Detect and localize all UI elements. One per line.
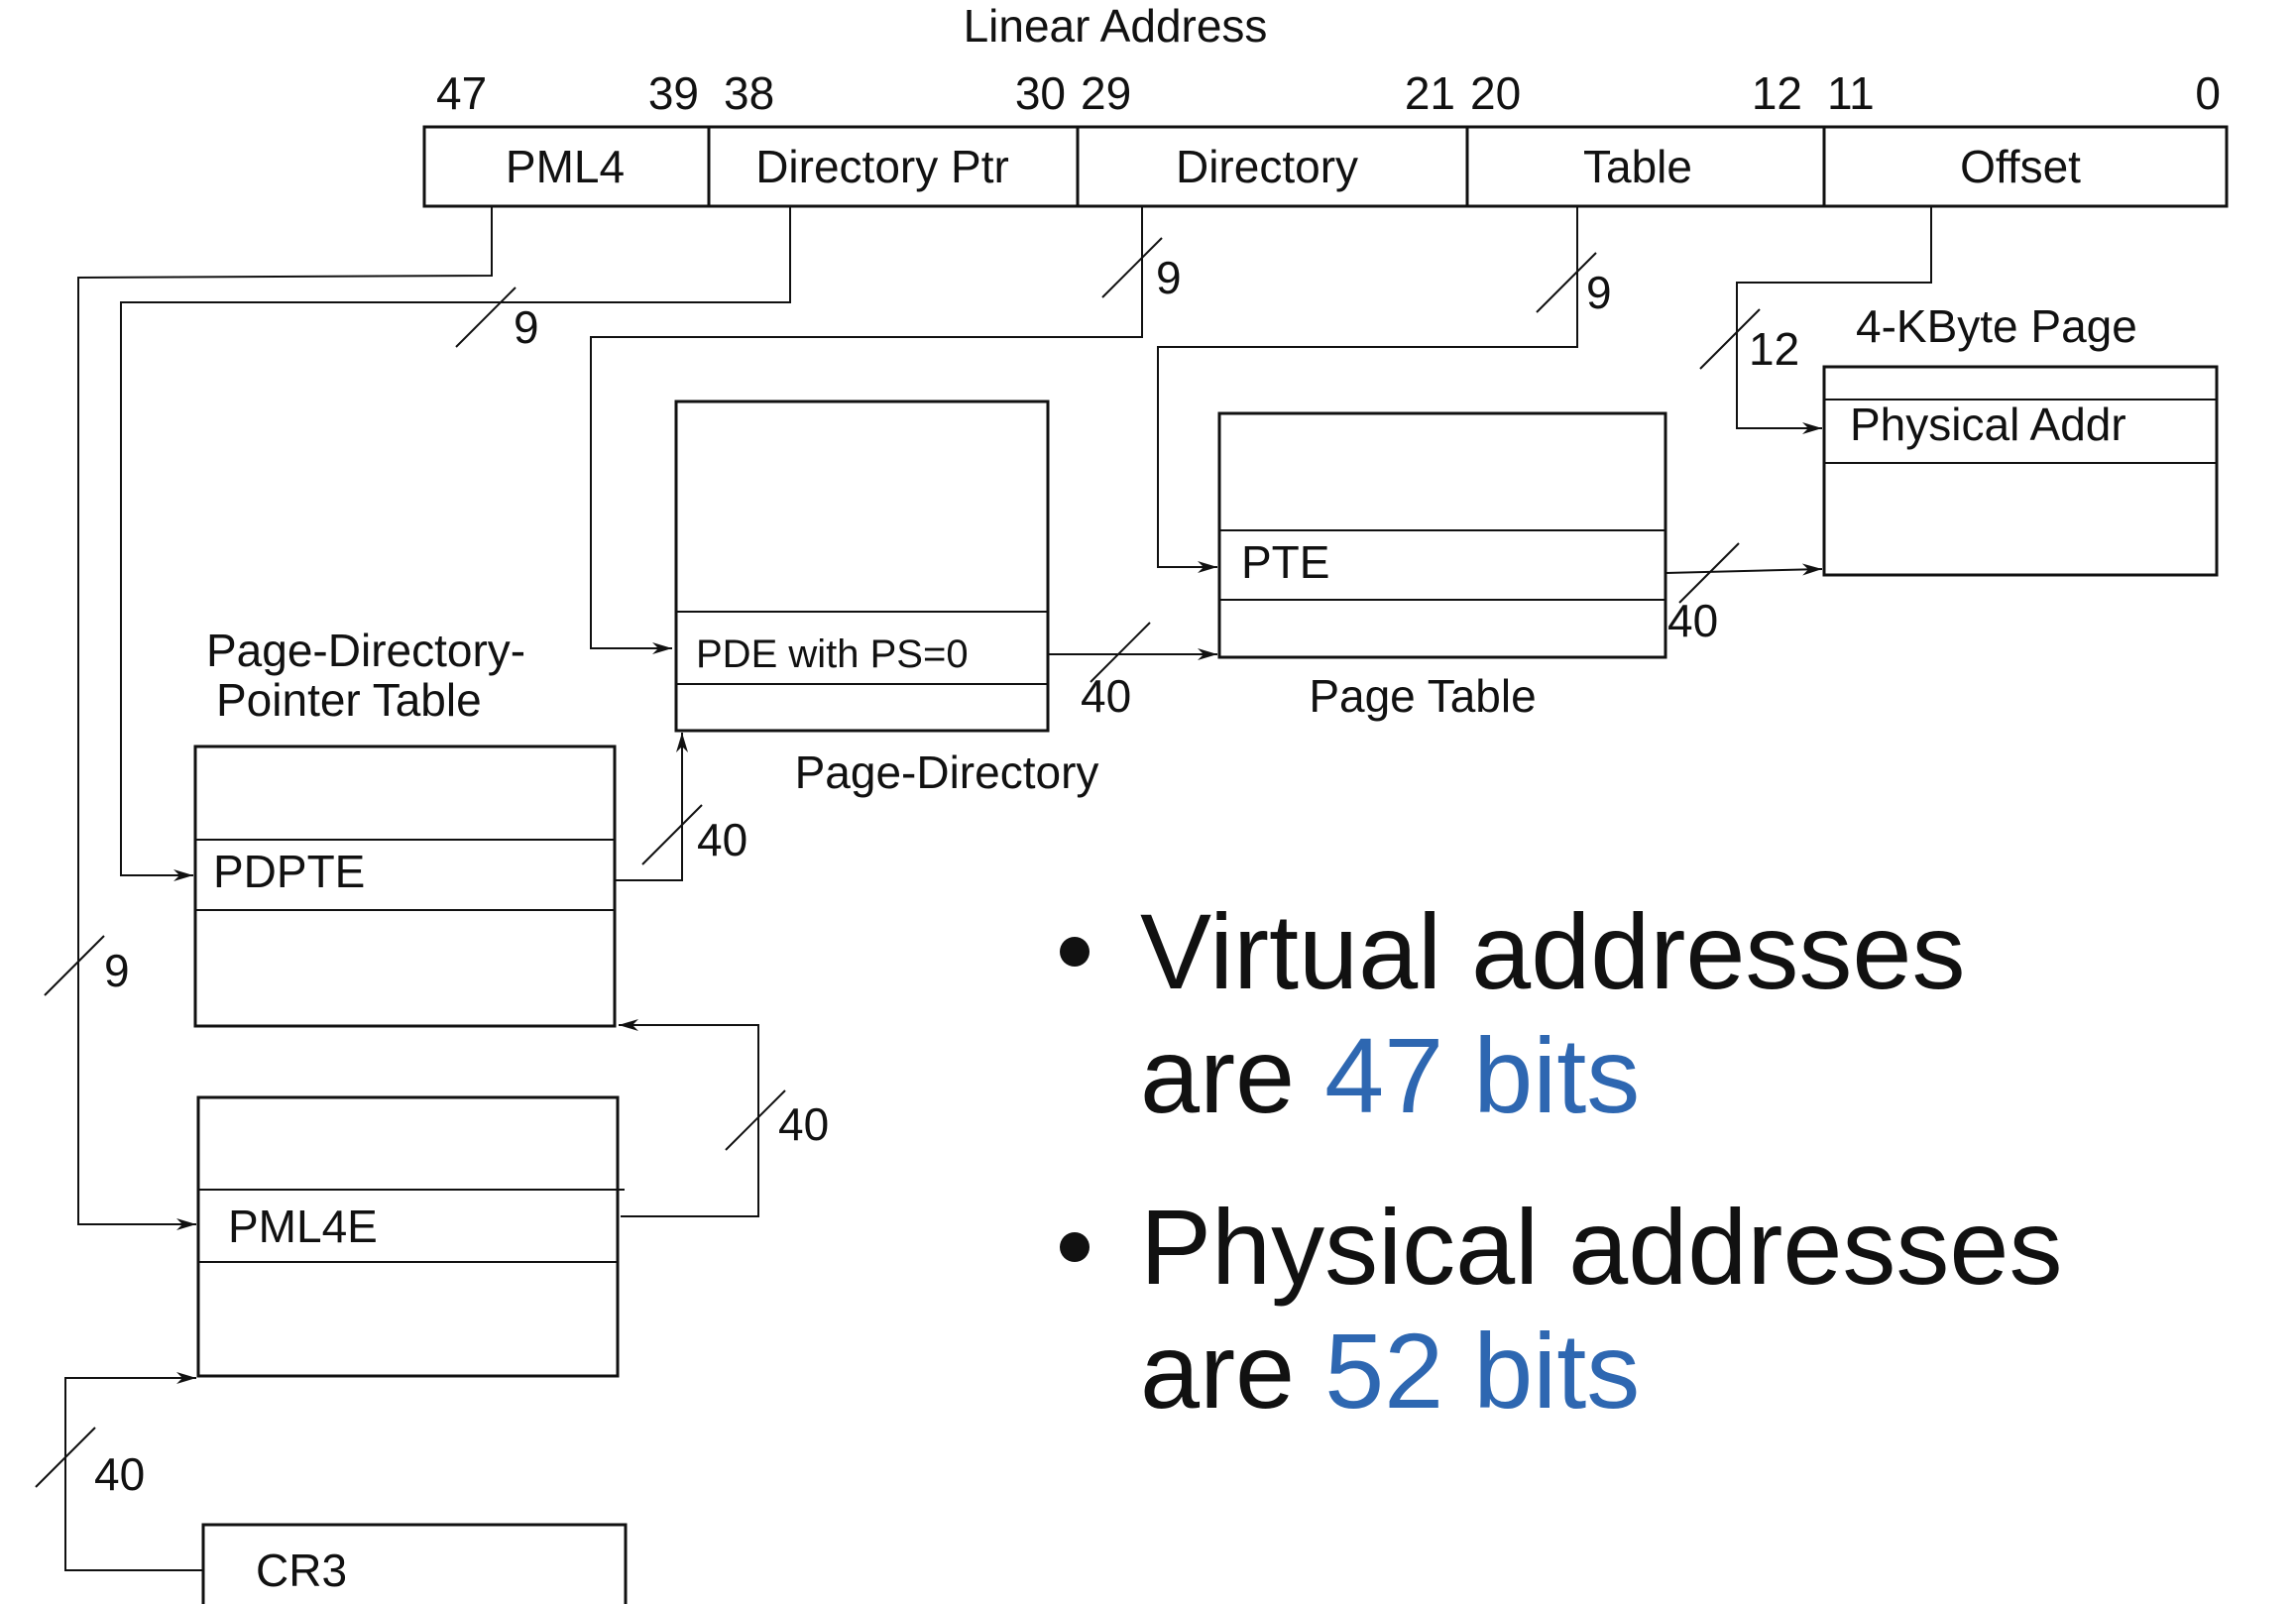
pt-title: Page Table bbox=[1309, 670, 1536, 722]
four-kbyte-page: 4-KByte Page Physical Addr bbox=[1822, 300, 2219, 577]
pte-arrow bbox=[1665, 563, 1823, 576]
width-labels: 9 9 9 9 12 40 40 40 40 40 bbox=[94, 252, 1799, 1500]
slash-pt bbox=[1536, 252, 1597, 313]
pd-title: Page-Directory bbox=[795, 746, 1099, 798]
field-directory: Directory bbox=[1176, 141, 1358, 192]
cr3-arrow bbox=[64, 1372, 203, 1571]
bullet-dot bbox=[1060, 1232, 1090, 1262]
slash-pml4e bbox=[725, 1089, 786, 1151]
slash-pde bbox=[1090, 622, 1151, 683]
slash-pdpt-left bbox=[44, 935, 105, 996]
bit-label-20: 20 bbox=[1470, 67, 1521, 119]
slash-offset bbox=[1699, 308, 1761, 370]
bit-label-38: 38 bbox=[724, 67, 774, 119]
pml4e-arrow bbox=[619, 1019, 759, 1217]
pml4-entry: PML4E bbox=[228, 1201, 378, 1252]
page-directory: PDE with PS=0 Page-Directory bbox=[674, 400, 1099, 798]
bit-label-39: 39 bbox=[648, 67, 699, 119]
offset-arrow bbox=[1736, 206, 1932, 434]
bit-label-30: 30 bbox=[1015, 67, 1066, 119]
width-pml4-index: 9 bbox=[514, 301, 539, 353]
page-table: PTE Page Table bbox=[1217, 411, 1667, 722]
field-table: Table bbox=[1583, 141, 1692, 192]
pt-index-arrow bbox=[1157, 206, 1578, 573]
bullet-virtual-value: 47 bits bbox=[1324, 1015, 1640, 1135]
width-pt-index: 9 bbox=[1586, 267, 1612, 318]
field-offset: Offset bbox=[1960, 141, 2081, 192]
slash-cr3 bbox=[35, 1427, 96, 1488]
linear-address-title: Linear Address bbox=[964, 0, 1268, 52]
page-entry: Physical Addr bbox=[1850, 399, 2126, 450]
bit-label-29: 29 bbox=[1081, 67, 1131, 119]
bit-label-47: 47 bbox=[436, 67, 487, 119]
width-cr3-to-pml4: 40 bbox=[94, 1448, 145, 1500]
pd-entry: PDE with PS=0 bbox=[696, 632, 969, 676]
width-pd-index: 9 bbox=[1156, 252, 1182, 303]
bullet-physical-line2: are 52 bits bbox=[1140, 1311, 1640, 1431]
bit-label-11: 11 bbox=[1827, 67, 1875, 119]
pdpt-index-arrow bbox=[120, 206, 791, 881]
bullet-physical-line1: Physical addresses bbox=[1140, 1187, 2062, 1307]
bullet-physical-are: are bbox=[1140, 1311, 1295, 1431]
pdpt-entry: PDPTE bbox=[213, 846, 365, 897]
field-pml4: PML4 bbox=[506, 141, 625, 192]
field-directory-ptr: Directory Ptr bbox=[755, 141, 1009, 192]
width-pt-to-page: 40 bbox=[1667, 595, 1718, 646]
slash-pml4 bbox=[455, 286, 517, 348]
slash-pd bbox=[1101, 237, 1163, 298]
bit-label-12: 12 bbox=[1752, 67, 1802, 119]
bullet-dot bbox=[1060, 937, 1090, 967]
pt-entry: PTE bbox=[1241, 536, 1329, 588]
bullet-virtual-are: are bbox=[1140, 1015, 1295, 1135]
width-pdpt-to-pd: 40 bbox=[697, 814, 747, 865]
bullet-physical: Physical addresses are 52 bits bbox=[1060, 1187, 2062, 1431]
cr3-label: CR3 bbox=[256, 1545, 347, 1596]
bullet-virtual-line1: Virtual addresses bbox=[1140, 891, 1965, 1011]
linear-address-bar: PML4 Directory Ptr Directory Table Offse… bbox=[422, 125, 2229, 208]
bit-labels: 47 39 38 30 29 21 20 12 11 0 bbox=[436, 67, 2221, 119]
width-offset: 12 bbox=[1749, 323, 1799, 375]
bullet-physical-value: 52 bits bbox=[1324, 1311, 1640, 1431]
pdpte-arrow bbox=[615, 733, 688, 881]
connectors bbox=[35, 206, 1932, 1571]
pdpt-title-line1: Page-Directory- bbox=[206, 625, 525, 676]
bullet-list: Virtual addresses are 47 bits Physical a… bbox=[1060, 891, 2062, 1431]
width-pml4-to-pdpt: 40 bbox=[778, 1098, 829, 1150]
pml4-table: PML4E bbox=[196, 1095, 625, 1378]
bullet-virtual: Virtual addresses are 47 bits bbox=[1060, 891, 1965, 1135]
pdpt-title-line2: Pointer Table bbox=[216, 674, 482, 726]
width-pd-to-pt: 40 bbox=[1081, 670, 1131, 722]
width-pdpt-index: 9 bbox=[104, 945, 130, 996]
page-directory-pointer-table: Page-Directory- Pointer Table PDPTE bbox=[193, 625, 617, 1028]
bit-label-21: 21 bbox=[1405, 67, 1455, 119]
slash-pdpte bbox=[641, 804, 703, 865]
cr3-register: CR3 bbox=[201, 1523, 628, 1604]
bit-label-0: 0 bbox=[2195, 67, 2221, 119]
page-title: 4-KByte Page bbox=[1856, 300, 2137, 352]
slash-pte bbox=[1678, 542, 1740, 604]
bullet-virtual-line2: are 47 bits bbox=[1140, 1015, 1640, 1135]
pd-index-arrow bbox=[590, 206, 1143, 654]
pml4-index-arrow bbox=[77, 206, 493, 1230]
